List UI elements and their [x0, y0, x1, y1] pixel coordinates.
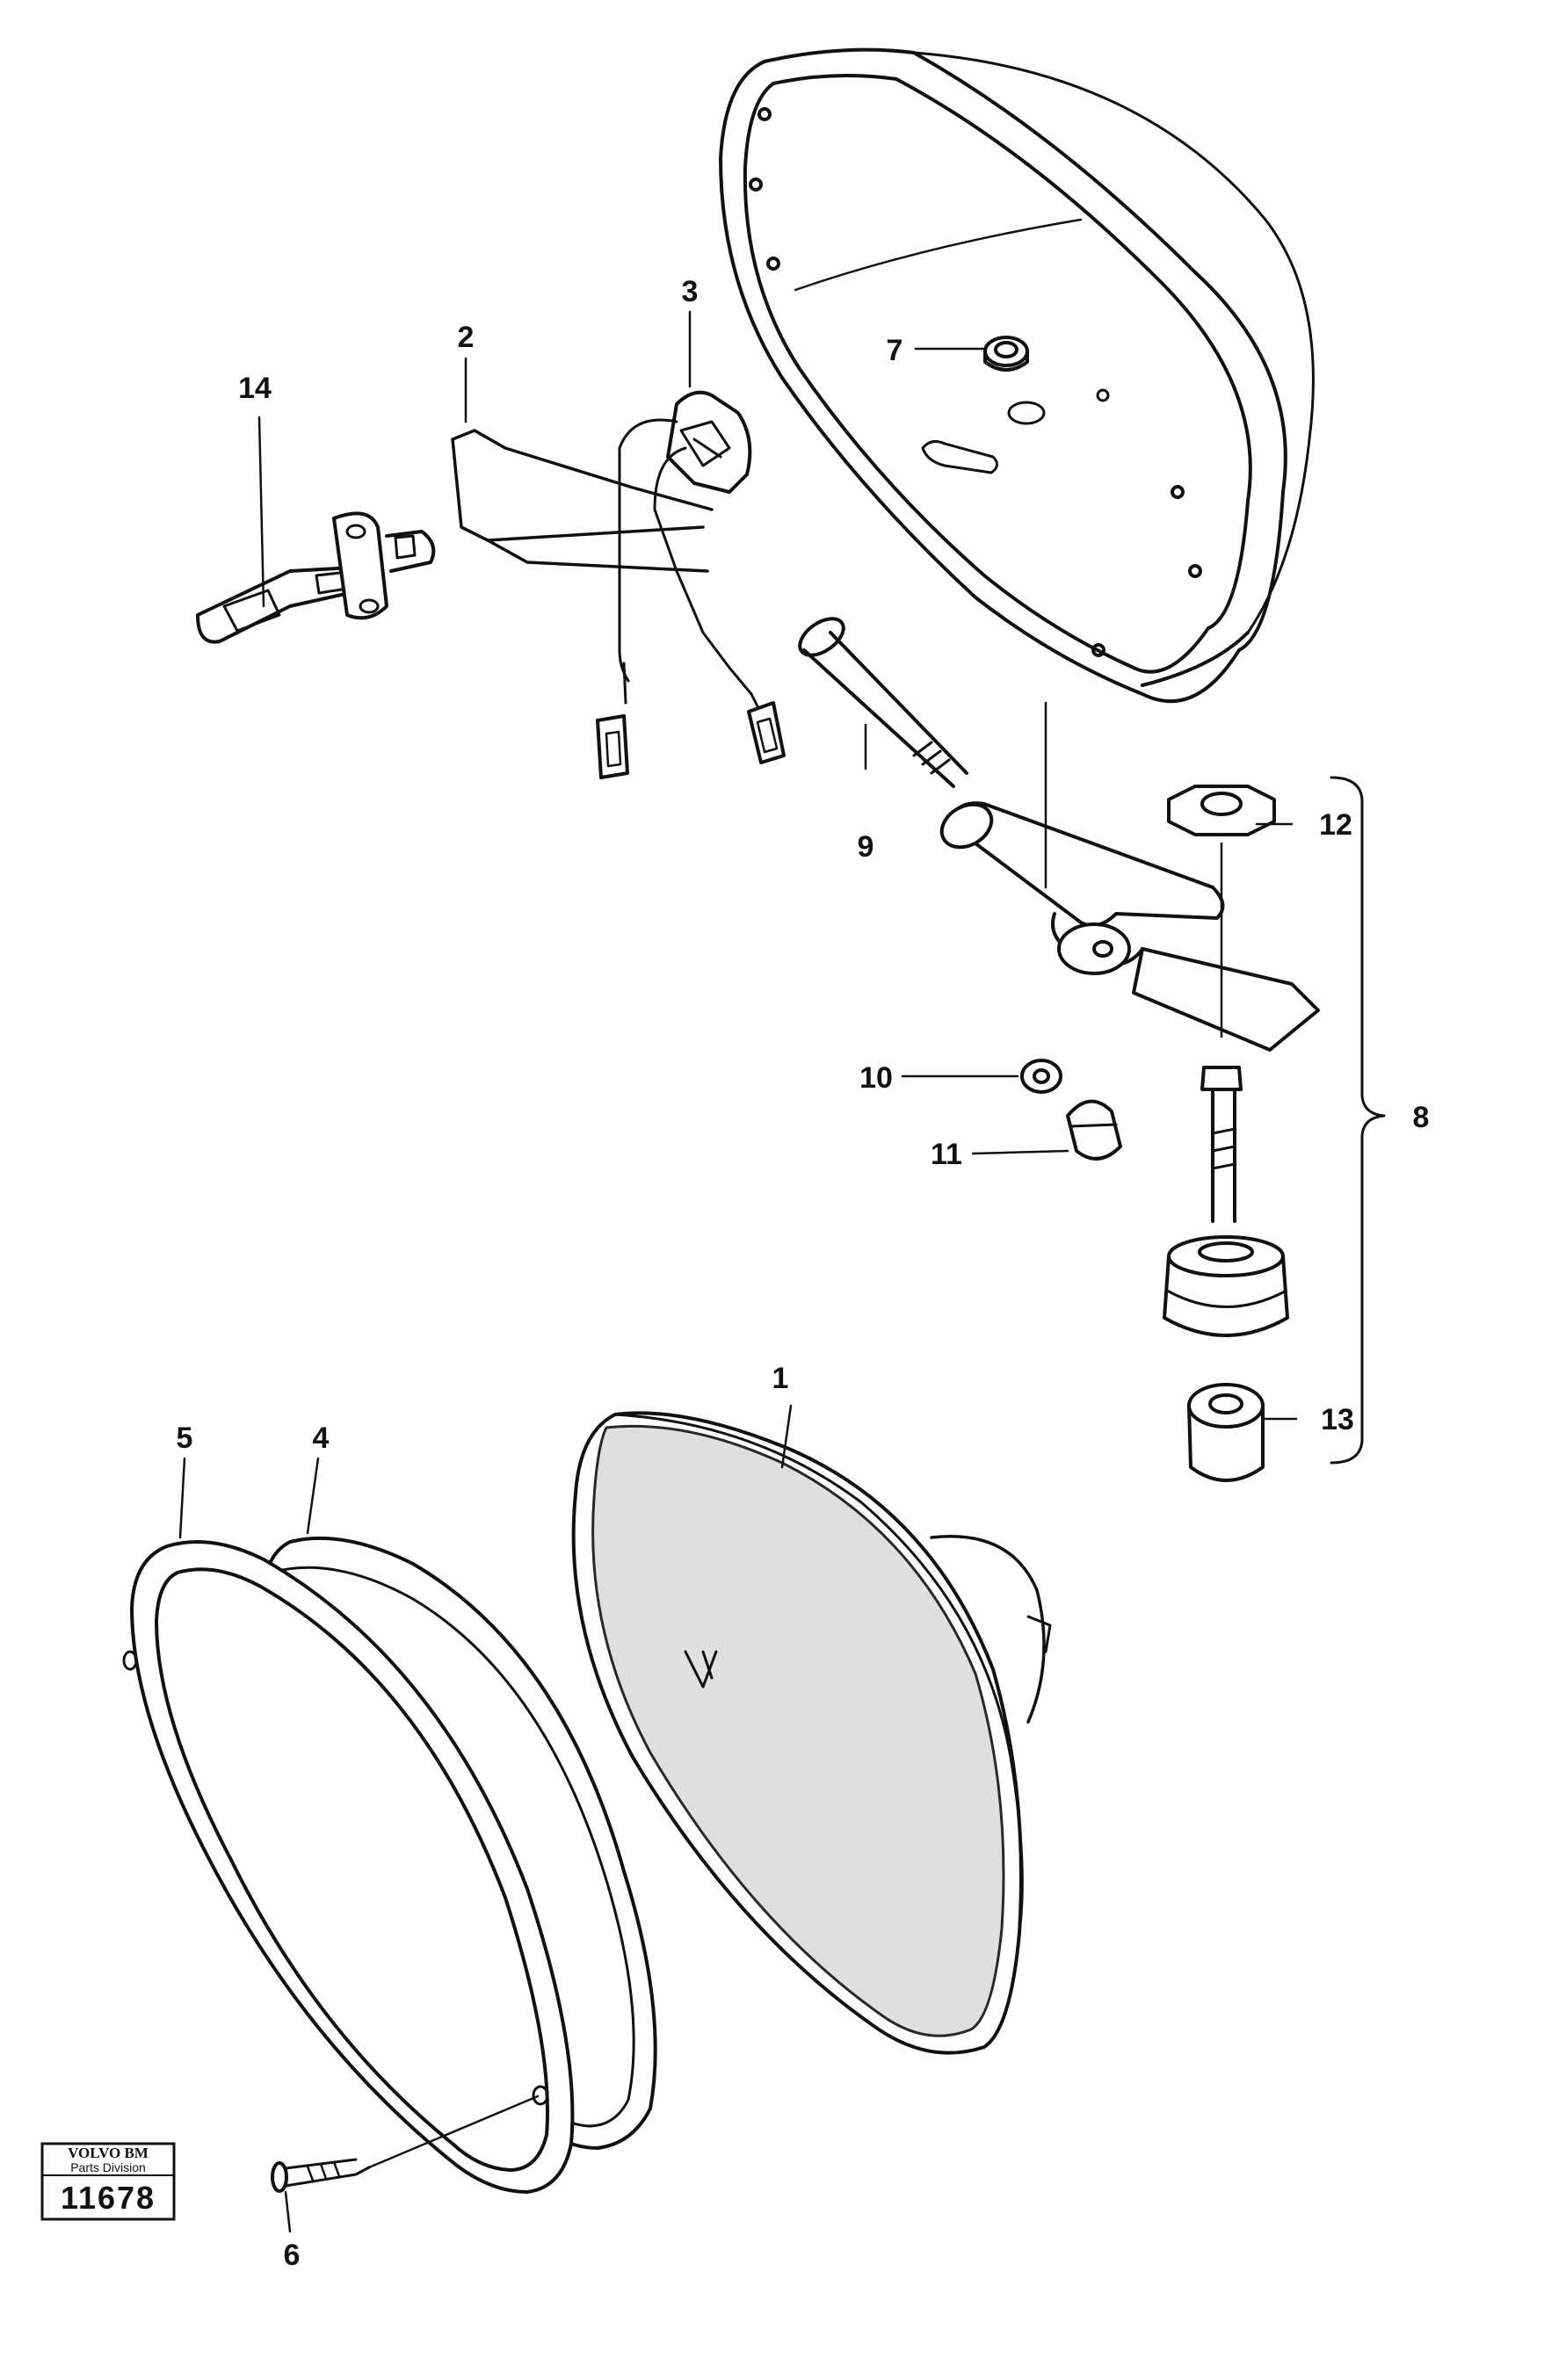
nut-12 [1167, 785, 1276, 1038]
callout-4: 4 [313, 1421, 330, 1455]
volvo-bm-stamp: VOLVO BM Parts Division 11678 [40, 2142, 176, 2221]
cap-nut-11 [1066, 1099, 1122, 1161]
grommet-7 [983, 336, 1029, 372]
bolt-9 [798, 617, 968, 788]
callout-3: 3 [682, 275, 699, 308]
stamp-brand: VOLVO BM [68, 2145, 149, 2161]
lamp-holder-3 [596, 390, 786, 779]
screw-6 [271, 2158, 371, 2193]
sealed-beam-1 [571, 1411, 1052, 2055]
stamp-division: Parts Division [70, 2160, 146, 2174]
callout-10: 10 [859, 1061, 893, 1095]
callout-9: 9 [858, 830, 874, 864]
bracket-8 [939, 701, 1320, 1052]
callout-11: 11 [931, 1138, 962, 1171]
rim-5 [122, 1540, 575, 2194]
callout-labels: 1 2 3 4 5 6 7 8 9 10 11 12 13 14 [177, 275, 1430, 2272]
callout-8: 8 [1413, 1101, 1430, 1134]
callout-7: 7 [887, 334, 903, 367]
bulb-14 [196, 511, 436, 644]
stamp-number: 11678 [61, 2180, 156, 2216]
callout-12: 12 [1319, 808, 1352, 842]
callout-2: 2 [458, 321, 475, 354]
callout-13: 13 [1321, 1403, 1354, 1436]
callout-5: 5 [177, 1421, 193, 1455]
leader-lines [178, 310, 1298, 2233]
spring-clip-2 [451, 429, 714, 573]
washer-10 [1020, 1059, 1062, 1094]
group-brace-8 [1330, 776, 1386, 1465]
callout-6: 6 [284, 2239, 301, 2272]
callout-1: 1 [772, 1362, 789, 1395]
stud-mount [1163, 1066, 1289, 1482]
callout-14: 14 [238, 372, 272, 405]
lamp-housing [719, 47, 1315, 704]
